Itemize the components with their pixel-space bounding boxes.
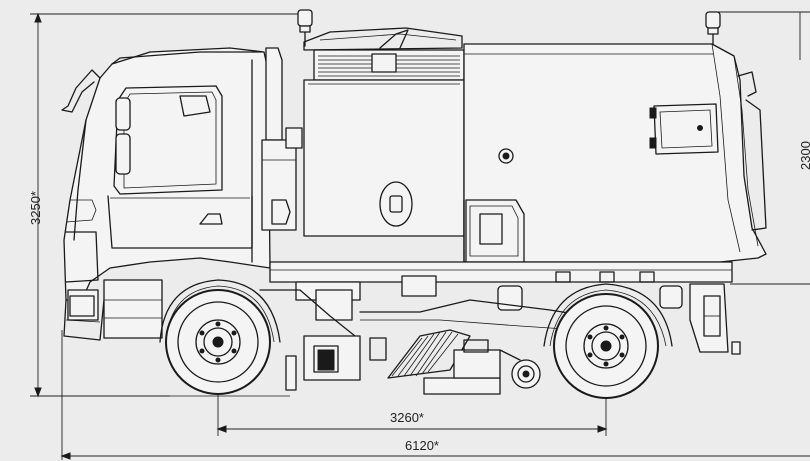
wheelbase-label: 3260* bbox=[390, 410, 424, 425]
truck-cab bbox=[61, 47, 281, 343]
right-height-label: 2300 bbox=[798, 141, 810, 170]
brush-bristles bbox=[391, 331, 459, 377]
right-height-dimension bbox=[712, 11, 810, 285]
sweeper-brush-unit bbox=[285, 329, 541, 395]
chassis-frame bbox=[259, 261, 741, 355]
sweeper-side-frame bbox=[465, 199, 525, 263]
exhaust-pipe bbox=[261, 47, 303, 231]
overall-length-dimension bbox=[60, 330, 810, 460]
height-label: 3250* bbox=[28, 191, 43, 225]
rear-wheel bbox=[553, 293, 659, 399]
overall-length-label: 6120* bbox=[405, 438, 439, 453]
sweeper-body bbox=[303, 27, 767, 263]
front-wheel bbox=[165, 289, 271, 395]
beacon-light-rear bbox=[705, 11, 721, 47]
height-dimension bbox=[30, 12, 300, 398]
front-wheel-bolts bbox=[199, 321, 237, 363]
beacon-light-front bbox=[297, 9, 313, 47]
rear-wheel-bolts bbox=[587, 325, 625, 367]
